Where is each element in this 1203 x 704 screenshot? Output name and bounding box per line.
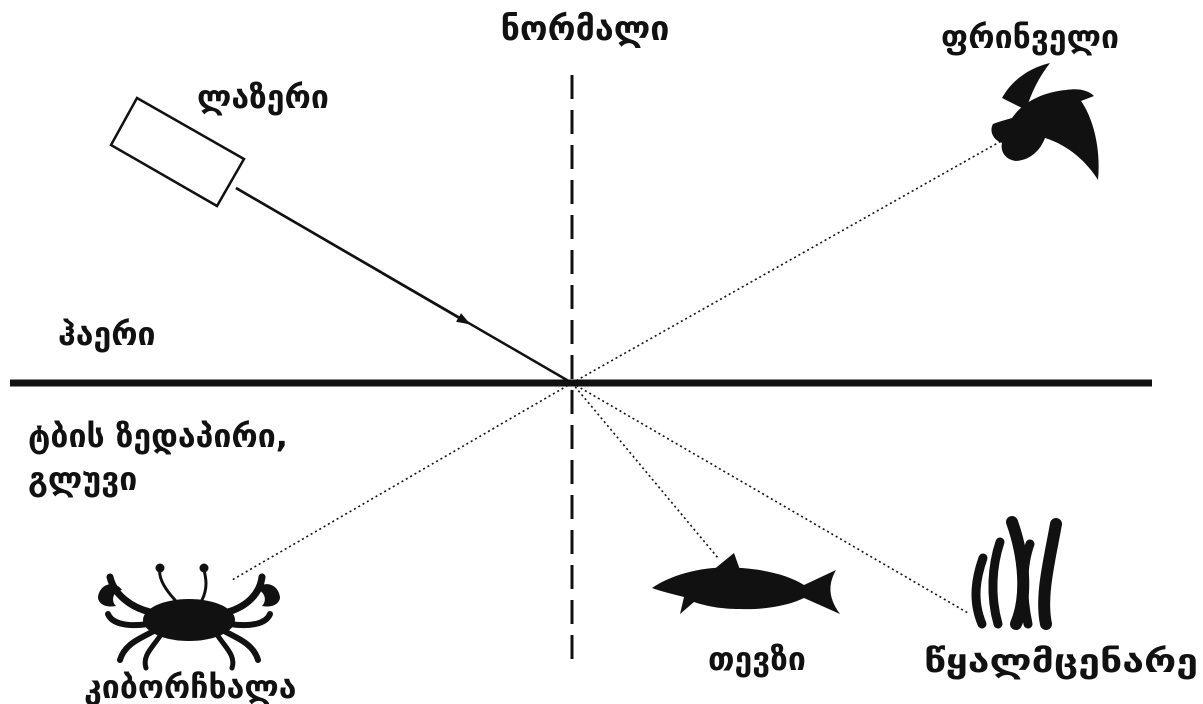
seaweed-label: წყალმცენარე <box>924 642 1198 680</box>
sight-line-bird <box>571 139 1004 384</box>
sight-lines <box>231 139 1004 614</box>
water-surface-label-line2: გლუვი <box>28 460 137 498</box>
crab-label: კიბორჩხალა <box>84 668 296 704</box>
water-surface-label-line1: ტბის ზედაპირი, <box>28 417 288 455</box>
bird-label: ფრინველი <box>941 18 1119 56</box>
seaweed-icon <box>971 516 1062 630</box>
sight-line-fish <box>571 382 719 559</box>
sight-line-crab <box>231 382 573 581</box>
laser-icon <box>109 96 246 208</box>
laser-label: ლაზერი <box>197 78 329 116</box>
sight-line-seaweed <box>571 382 969 614</box>
fish-label: თევზი <box>708 640 806 678</box>
air-label: ჰაერი <box>58 315 156 353</box>
fish-icon <box>652 553 840 614</box>
crab-icon <box>98 563 280 671</box>
laser-beam-arrow <box>235 186 471 325</box>
bird-icon <box>991 63 1099 180</box>
normal-label: ნორმალი <box>501 9 670 49</box>
